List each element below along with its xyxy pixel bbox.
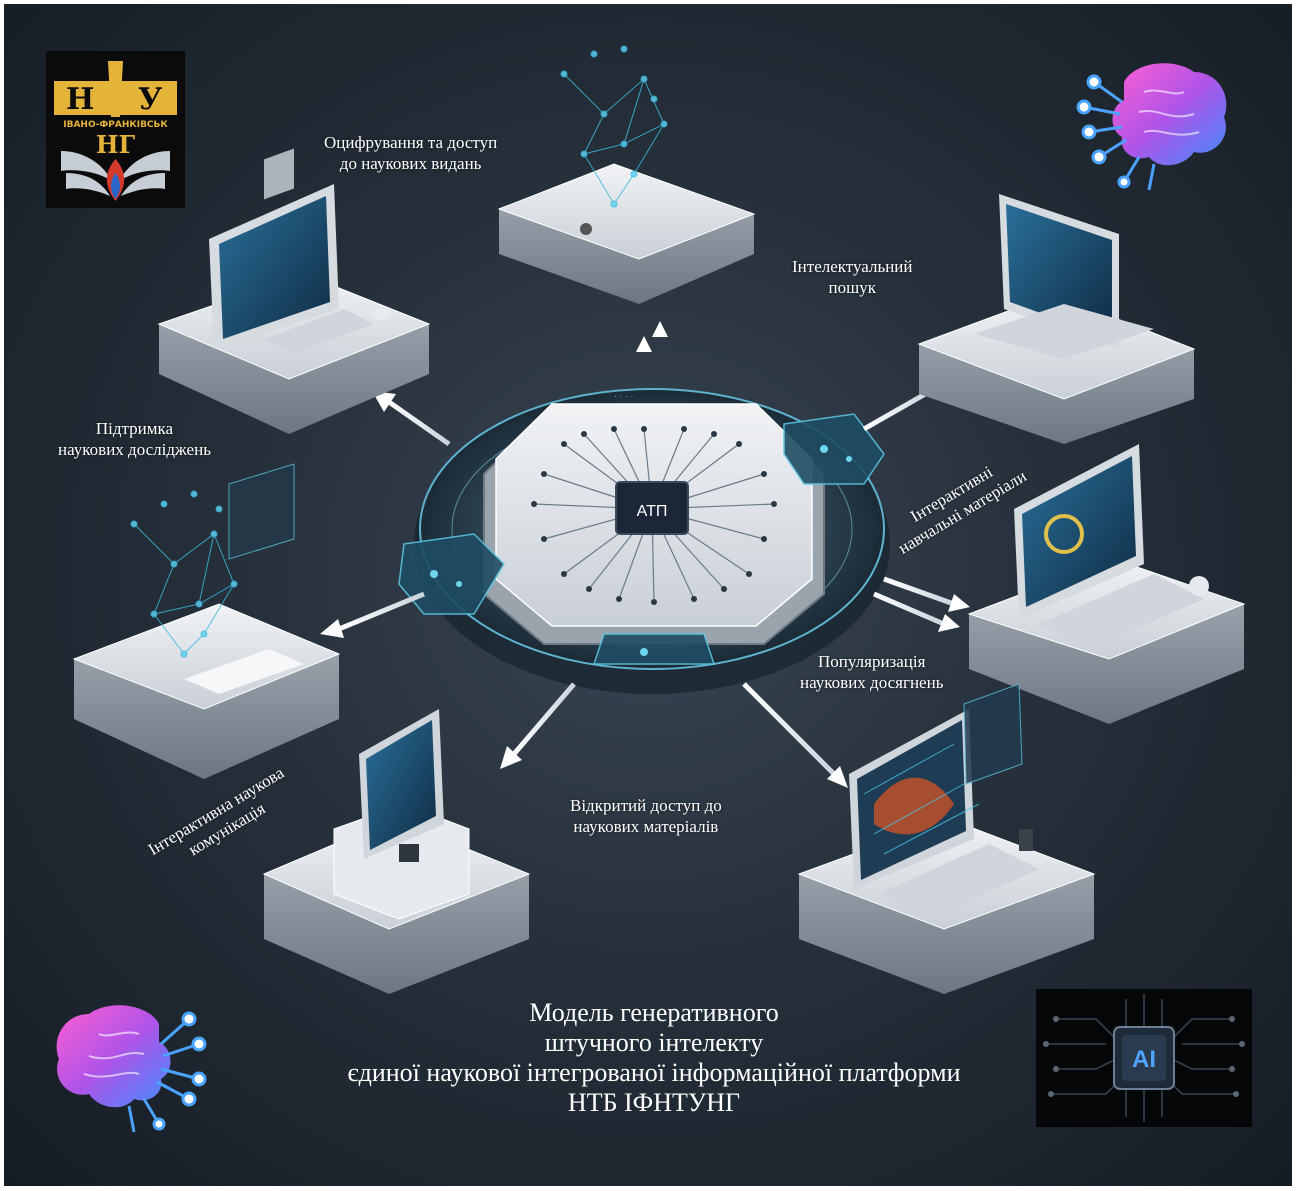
connector-arrows	[320, 321, 970, 788]
ai-badge-text: AI	[1132, 1046, 1156, 1073]
platform-communication	[262, 709, 531, 994]
ai-chip	[615, 481, 689, 535]
label-line: наукових досягнень	[800, 673, 944, 692]
diagram-title: Модель генеративного штучного інтелекту …	[304, 998, 1004, 1118]
title-line-3: єдиної наукової інтегрованої інформаційн…	[347, 1058, 961, 1087]
title-line-1: Модель генеративного	[529, 998, 779, 1027]
logo-letter-u: У	[138, 82, 163, 117]
label-line: Підтримка	[95, 419, 174, 438]
diagram-scene: ATП	[72, 45, 1246, 994]
label-popularization: Популяризація наукових досягнень	[800, 651, 943, 693]
diagram-canvas: ATП	[4, 4, 1292, 1186]
label-open-access: Відкритий доступ до наукових матеріалів	[570, 795, 722, 837]
label-line: пошук	[828, 278, 876, 297]
label-line: до наукових видань	[339, 154, 482, 173]
label-line: Відкритий доступ до	[570, 796, 722, 815]
platform-research-monitor	[157, 148, 431, 434]
title-line-4: НТБ ІФНТУНГ	[567, 1088, 741, 1117]
platform-digitization	[497, 45, 756, 304]
central-hub: ATП	[398, 388, 890, 694]
platform-search-monitor	[917, 194, 1196, 444]
label-line: наукових досліджень	[58, 440, 211, 459]
ai-chip-image: AI	[1036, 989, 1252, 1127]
platform-open-access	[797, 683, 1096, 994]
label-line: наукових матеріалів	[573, 817, 719, 836]
label-digitization: Оцифрування та доступ до наукових видань	[324, 132, 497, 174]
brain-icon-top-right	[1064, 52, 1234, 192]
label-line: Популяризація	[818, 652, 926, 671]
label-line: Оцифрування та доступ	[324, 133, 498, 152]
brain-icon-bottom-left	[49, 994, 219, 1134]
chip-label: ATП	[637, 503, 668, 520]
label-line: Інтелектуальний	[792, 257, 913, 276]
label-intelligent-search: Інтелектуальний пошук	[792, 256, 913, 298]
platform-laptop-right	[967, 444, 1246, 724]
logo-city: ІВАНО-ФРАНКІВСЬК	[63, 120, 168, 130]
label-research-support: Підтримка наукових досліджень	[58, 418, 211, 460]
platform-network-left	[72, 463, 341, 779]
svg-text:· · · ·: · · · ·	[614, 391, 634, 401]
logo-letter-n: Н	[66, 82, 94, 117]
title-line-2: штучного інтелекту	[544, 1028, 764, 1057]
university-logo: Н У ІВАНО-ФРАНКІВСЬК НГ	[46, 51, 185, 208]
logo-letters-ng: НГ	[96, 130, 136, 159]
